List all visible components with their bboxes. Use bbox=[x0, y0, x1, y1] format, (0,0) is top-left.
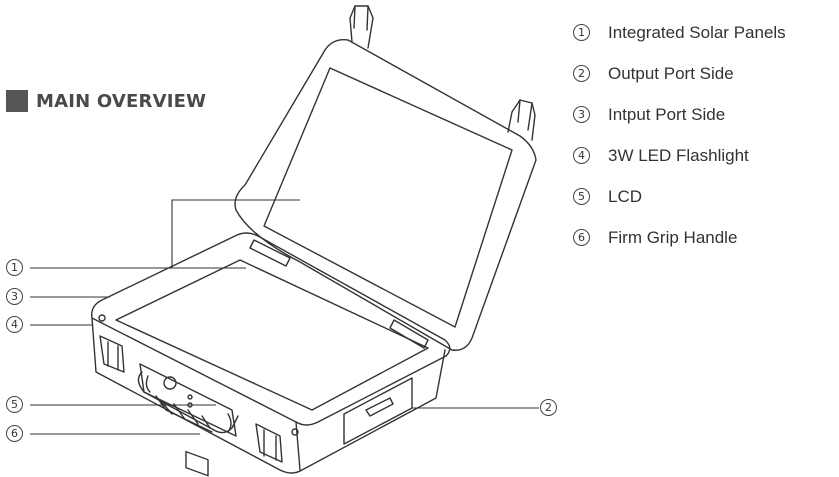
latch-right bbox=[255, 423, 283, 463]
legend-number: 6 bbox=[573, 229, 590, 246]
leader-1 bbox=[30, 199, 300, 269]
section-title: MAIN OVERVIEW bbox=[6, 90, 206, 112]
legend: 1 Integrated Solar Panels 2 Output Port … bbox=[573, 12, 786, 258]
legend-item: 2 Output Port Side bbox=[573, 53, 786, 94]
title-text: MAIN OVERVIEW bbox=[36, 90, 207, 112]
hinge-right bbox=[389, 319, 429, 349]
legend-number: 1 bbox=[573, 24, 590, 41]
legend-item: 1 Integrated Solar Panels bbox=[573, 12, 786, 53]
legend-label: Firm Grip Handle bbox=[608, 227, 738, 247]
callout-4: 4 bbox=[6, 316, 23, 333]
callout-6: 6 bbox=[6, 425, 23, 442]
base-side bbox=[91, 317, 446, 474]
base-solar-panel bbox=[115, 259, 429, 411]
legend-item: 5 LCD bbox=[573, 176, 786, 217]
control-panel bbox=[139, 363, 237, 437]
legend-number: 4 bbox=[573, 147, 590, 164]
lid-solar-panel bbox=[263, 67, 513, 328]
callout-1: 1 bbox=[6, 259, 23, 276]
legend-label: LCD bbox=[608, 186, 643, 206]
flashlight-lens bbox=[163, 376, 177, 390]
legend-item: 4 3W LED Flashlight bbox=[573, 135, 786, 176]
title-marker bbox=[6, 90, 28, 112]
hinge-left bbox=[249, 239, 291, 267]
legend-label: Output Port Side bbox=[608, 63, 734, 83]
callout-5: 5 bbox=[6, 396, 23, 413]
legend-number: 3 bbox=[573, 106, 590, 123]
latch-left bbox=[99, 335, 125, 373]
legend-label: Integrated Solar Panels bbox=[608, 22, 786, 42]
clip-top bbox=[349, 5, 374, 49]
legend-item: 6 Firm Grip Handle bbox=[573, 217, 786, 258]
legend-label: 3W LED Flashlight bbox=[608, 145, 749, 165]
lid-frame bbox=[234, 39, 537, 351]
clip-right bbox=[507, 99, 536, 141]
legend-number: 5 bbox=[573, 188, 590, 205]
callout-2: 2 bbox=[540, 399, 557, 416]
base-top bbox=[91, 232, 451, 426]
legend-number: 2 bbox=[573, 65, 590, 82]
callout-3: 3 bbox=[6, 288, 23, 305]
legend-label: Intput Port Side bbox=[608, 104, 726, 124]
lcd-screen bbox=[185, 450, 209, 477]
legend-item: 3 Intput Port Side bbox=[573, 94, 786, 135]
screw bbox=[98, 314, 106, 322]
